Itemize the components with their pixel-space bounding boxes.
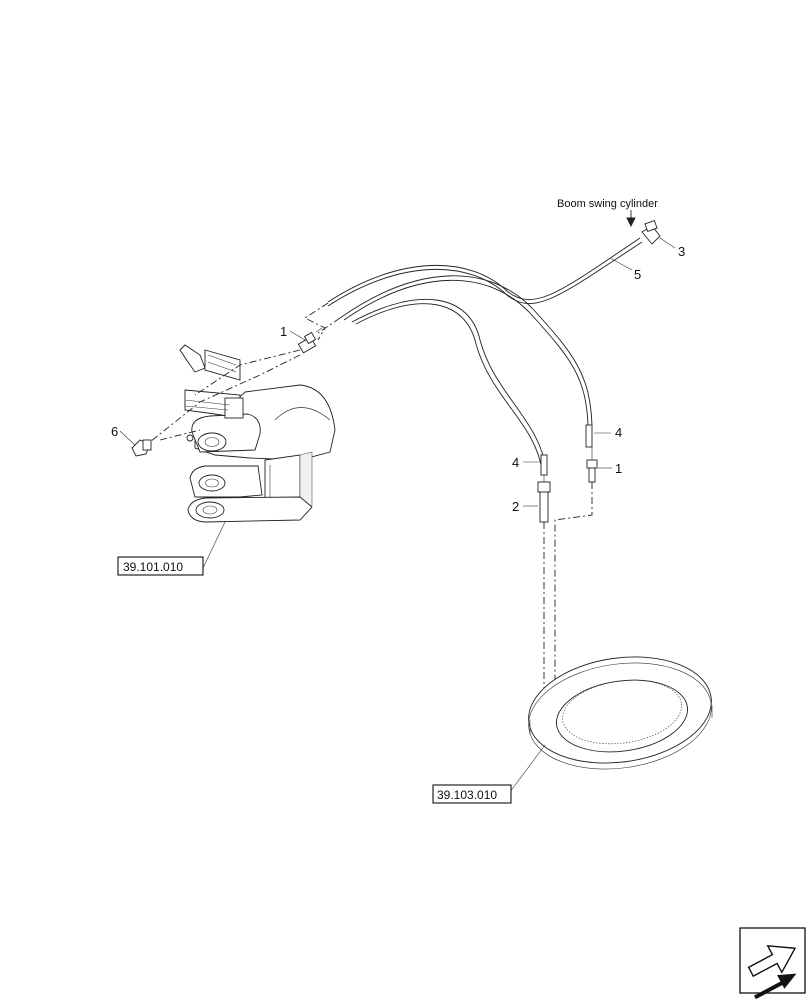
ref-label-boom-bracket: 39.101.010 (123, 560, 183, 574)
arrow-pointer-icon[interactable] (739, 927, 806, 1000)
hose-4-right (339, 275, 593, 426)
fitting-2 (537, 475, 551, 523)
ref-label-slewing-ring: 39.103.010 (437, 788, 497, 802)
callout-4-left: 4 (512, 455, 519, 470)
hose-lines (327, 237, 643, 476)
leader-lines (119, 210, 676, 793)
callout-1-left: 1 (280, 324, 287, 339)
callout-6: 6 (111, 424, 118, 439)
connection-lines (149, 302, 593, 700)
callout-5: 5 (634, 267, 641, 282)
hose-5 (327, 237, 641, 303)
grease-nipple-6 (131, 439, 152, 457)
callout-2: 2 (512, 499, 519, 514)
grease-fitting-right (586, 447, 598, 483)
ref-box-boom-bracket[interactable]: 39.101.010 (117, 556, 204, 576)
callout-4-right: 4 (615, 425, 622, 440)
elbow-fitting-3 (641, 219, 661, 245)
boom-bracket-assembly (179, 344, 336, 523)
callout-3: 3 (678, 244, 685, 259)
slewing-ring (528, 656, 713, 770)
callout-1-right: 1 (615, 461, 622, 476)
boom-swing-cylinder-label: Boom swing cylinder (557, 198, 658, 210)
hose-4-left (351, 298, 547, 471)
grease-fitting-left (297, 327, 323, 354)
fittings (131, 219, 661, 523)
ref-box-slewing-ring[interactable]: 39.103.010 (432, 784, 512, 804)
